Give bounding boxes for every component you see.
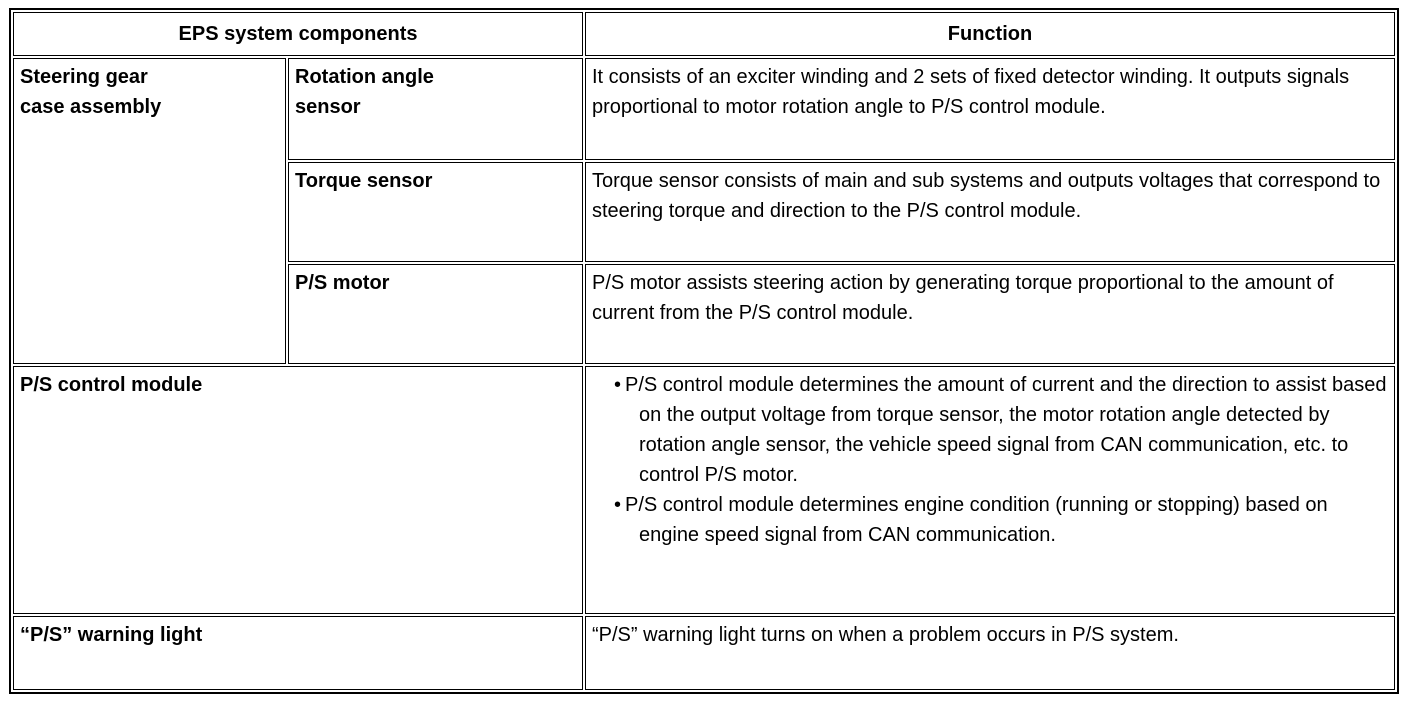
- table-row-ps-warning-light: “P/S” warning light “P/S” warning light …: [13, 616, 1395, 690]
- table-row-ps-control-module: P/S control module P/S control module de…: [13, 366, 1395, 614]
- cell-torque-sensor-function: Torque sensor consists of main and sub s…: [585, 162, 1395, 262]
- table-row-rotation-angle-sensor: Steering gear case assembly Rotation ang…: [13, 58, 1395, 364]
- ps-control-module-function-item: P/S control module determines the amount…: [592, 370, 1388, 490]
- header-function: Function: [585, 12, 1395, 56]
- rotation-angle-sensor-label: Rotation angle sensor: [295, 66, 434, 118]
- cell-ps-warning-light-function: “P/S” warning light turns on when a prob…: [585, 616, 1395, 690]
- eps-components-table: EPS system components Function Steering …: [9, 8, 1399, 694]
- cell-ps-motor: P/S motor: [288, 264, 583, 364]
- table-row-torque-sensor: Torque sensor Torque sensor consists of …: [13, 162, 1395, 262]
- table-header-row: EPS system components Function: [13, 12, 1395, 56]
- cell-steering-gear-case-assembly: Steering gear case assembly: [13, 58, 286, 364]
- table-row-ps-motor: P/S motor P/S motor assists steering act…: [13, 264, 1395, 364]
- cell-ps-motor-function: P/S motor assists steering action by gen…: [585, 264, 1395, 364]
- steering-gear-case-assembly-label: Steering gear case assembly: [20, 66, 162, 118]
- cell-rotation-angle-sensor: Rotation angle sensor: [288, 58, 583, 160]
- cell-ps-warning-light: “P/S” warning light: [13, 616, 583, 690]
- cell-ps-control-module-function: P/S control module determines the amount…: [585, 366, 1395, 614]
- ps-control-module-function-list: P/S control module determines the amount…: [592, 370, 1388, 550]
- cell-rotation-angle-sensor-function: It consists of an exciter winding and 2 …: [585, 58, 1395, 160]
- cell-ps-control-module: P/S control module: [13, 366, 583, 614]
- ps-control-module-function-item: P/S control module determines engine con…: [592, 490, 1388, 550]
- cell-torque-sensor: Torque sensor: [288, 162, 583, 262]
- header-eps-system-components: EPS system components: [13, 12, 583, 56]
